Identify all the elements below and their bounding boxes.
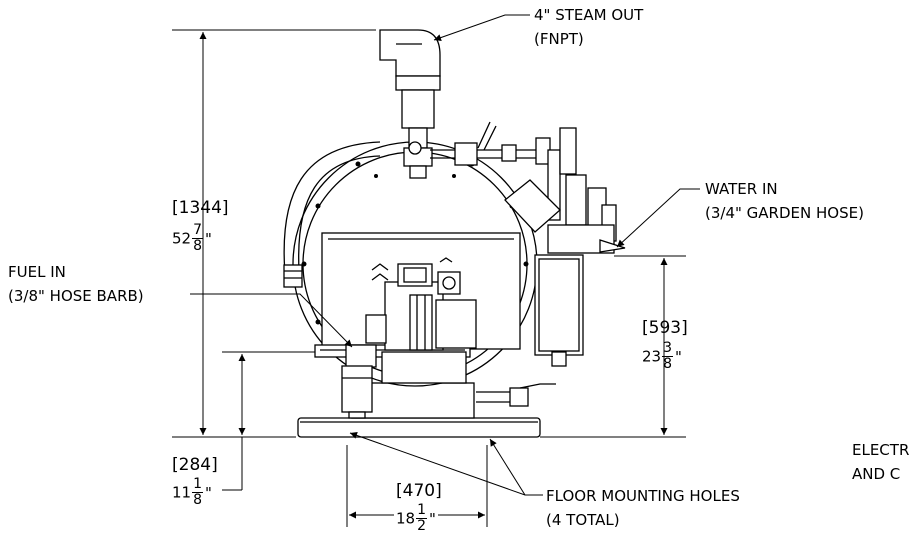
electrical-label-line2: AND C [852, 465, 901, 483]
fuel-height-mm: [284] [172, 455, 218, 475]
water-height-den: 8 [663, 356, 673, 372]
hole-spacing-mm: [470] [396, 481, 442, 501]
water-height-whole: 23 [642, 347, 662, 366]
water-height-num: 3 [662, 340, 674, 357]
fuel-filter [341, 344, 377, 419]
drain-valve [476, 383, 556, 407]
electrical-label-line1: ELECTR [852, 441, 910, 459]
overall-height-dimension [172, 29, 376, 438]
water-height-unit: " [675, 347, 682, 366]
water-in-label-line1: WATER IN [705, 180, 778, 198]
hole-spacing-den: 2 [417, 518, 427, 534]
electrical-label-partial: ELECTR AND C [852, 440, 909, 485]
fuel-in-label-line2: (3/8" HOSE BARB) [8, 287, 144, 305]
steam-out-label-line2: (FNPT) [534, 30, 584, 48]
hole-spacing-num: 1 [416, 502, 428, 519]
floor-mounting-label-line2: (4 TOTAL) [546, 511, 620, 529]
fuel-height-num: 1 [192, 476, 204, 493]
water-in-label-line2: (3/4" GARDEN HOSE) [705, 204, 864, 222]
fuel-in-label-line1: FUEL IN [8, 263, 66, 281]
water-height-mm: [593] [642, 318, 688, 338]
leader-lines [190, 14, 700, 496]
overall-height-den: 8 [193, 238, 203, 254]
burner [365, 257, 477, 351]
fuel-height-dimension [222, 351, 320, 491]
steam-out-label-line1: 4" STEAM OUT [534, 6, 644, 24]
steam-out-label: 4" STEAM OUT (FNPT) [534, 5, 643, 50]
steam-outlet-piping [379, 29, 441, 179]
overall-height-unit: " [205, 229, 212, 248]
fuel-height-den: 8 [193, 492, 203, 508]
overall-height-whole: 52 [172, 229, 192, 248]
water-in-label: WATER IN (3/4" GARDEN HOSE) [705, 179, 864, 224]
overall-height-mm: [1344] [172, 198, 229, 218]
overall-height-num: 7 [192, 222, 204, 239]
hole-spacing-unit: " [429, 509, 436, 528]
fuel-height-unit: " [205, 483, 212, 502]
fuel-in-label: FUEL IN (3/8" HOSE BARB) [8, 262, 144, 307]
floor-mounting-label-line1: FLOOR MOUNTING HOLES [546, 487, 740, 505]
water-height-dimension [540, 255, 686, 438]
water-inlet-assembly [430, 121, 626, 367]
floor-mounting-label: FLOOR MOUNTING HOLES (4 TOTAL) [546, 486, 740, 531]
hole-spacing-whole: 18 [396, 509, 416, 528]
fuel-height-whole: 11 [172, 483, 192, 502]
flex-hose [283, 141, 381, 288]
